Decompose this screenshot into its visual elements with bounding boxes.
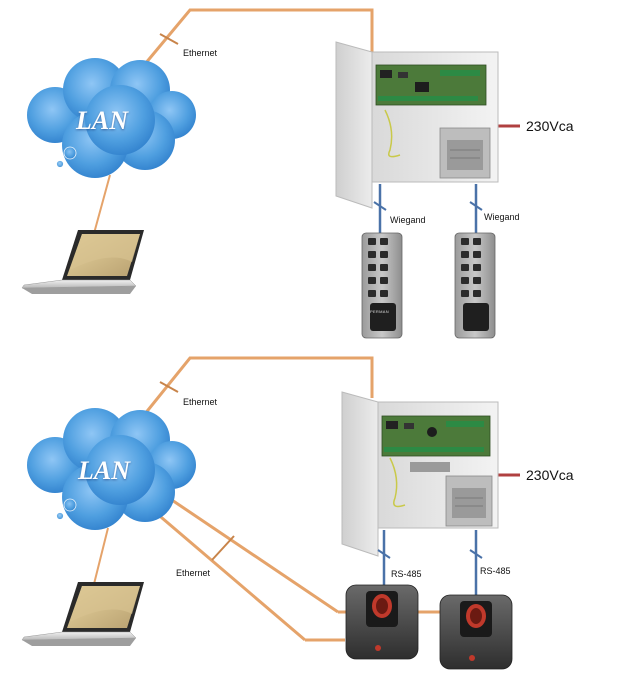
bottom-controller-cabinet — [341, 391, 499, 557]
bottom-ethernet-tick — [159, 381, 179, 393]
bottom-rs485-label-left: RS-485 — [391, 569, 422, 579]
top-wiegand-label-right: Wiegand — [484, 212, 520, 222]
bottom-bus-tick-left — [377, 549, 391, 559]
bottom-fingerprint-reader-right — [439, 594, 513, 670]
top-diagram — [21, 8, 520, 339]
top-bus-tick-right — [469, 201, 483, 211]
top-keypad-reader-left — [361, 232, 403, 339]
top-controller-cabinet — [335, 41, 499, 209]
top-ethernet-cable — [138, 8, 374, 71]
bottom-ethernet-label-top: Ethernet — [183, 397, 218, 407]
bottom-reader-cable-2 — [147, 504, 306, 642]
bottom-diagram — [21, 356, 520, 670]
top-wiegand-label-left: Wiegand — [390, 215, 426, 225]
top-ethernet-tick — [159, 33, 179, 45]
top-bus-tick-left — [373, 201, 387, 211]
top-power-label: 230Vca — [526, 118, 574, 134]
bottom-lan-label: LAN — [78, 456, 130, 485]
top-reader-brand-left: PERMAN — [370, 309, 389, 314]
bottom-lan-cloud — [27, 408, 196, 530]
bottom-bus-tick-right — [469, 549, 483, 559]
top-laptop — [21, 230, 144, 294]
bottom-fingerprint-reader-left — [345, 584, 419, 660]
bottom-reader-cable-1 — [159, 490, 339, 614]
bottom-power-label: 230Vca — [526, 467, 574, 483]
bottom-rs485-label-right: RS-485 — [480, 566, 511, 576]
bottom-ethernet-label-readers: Ethernet — [176, 568, 211, 578]
top-lan-label: LAN — [76, 106, 128, 135]
bottom-reader-tick — [211, 535, 235, 561]
top-ethernet-label: Ethernet — [183, 48, 218, 58]
top-keypad-reader-right — [454, 232, 496, 339]
top-lan-cloud — [27, 58, 196, 178]
bottom-laptop — [21, 582, 144, 646]
bottom-ethernet-cable — [138, 356, 374, 421]
